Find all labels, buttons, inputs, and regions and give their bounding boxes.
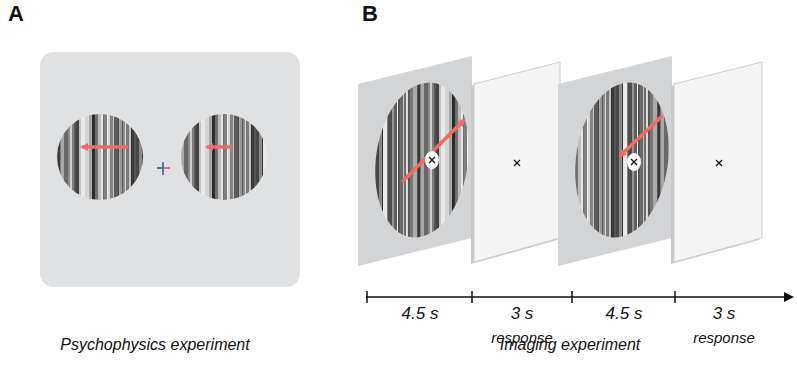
stimulus-screen	[558, 56, 680, 266]
duration-label: 4.5 s	[402, 305, 439, 324]
motion-arrow	[207, 145, 232, 149]
blank-screen	[671, 62, 762, 264]
response-label: response	[491, 330, 553, 347]
time-axis	[366, 291, 792, 303]
motion-arrow	[82, 145, 128, 149]
duration-label: 3 s	[511, 305, 534, 324]
caption: Psychophysics experiment	[60, 336, 249, 354]
panel-letter: B	[362, 2, 378, 26]
duration-label: 3 s	[713, 305, 736, 324]
blank-screen	[471, 62, 560, 264]
duration-label: 4.5 s	[606, 305, 643, 324]
fixation-cross	[157, 162, 170, 175]
stimulus-screen	[358, 56, 480, 266]
panel-letter: A	[8, 2, 24, 26]
display-panel	[40, 52, 300, 287]
response-label: response	[693, 330, 755, 347]
grating	[174, 110, 284, 210]
grating	[50, 110, 160, 210]
